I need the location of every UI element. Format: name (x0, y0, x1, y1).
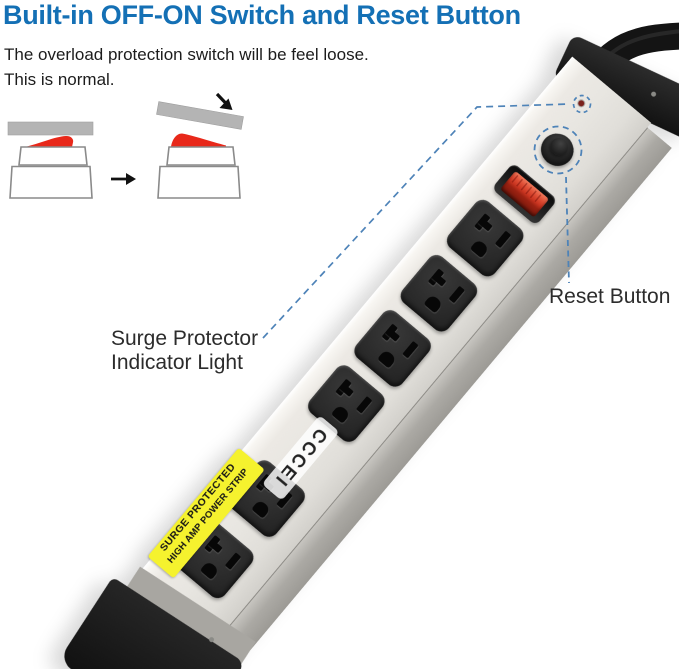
switch-body-top (18, 146, 88, 166)
switch-body-bottom (157, 165, 241, 199)
switch-released-illustration (156, 92, 244, 199)
switch-instruction-diagram (7, 92, 244, 199)
subtitle-line-2: This is normal. (4, 70, 115, 89)
indicator-dashed-circle (572, 94, 592, 114)
arrow-right-icon (111, 173, 136, 185)
rocker-red-wedge (171, 133, 226, 147)
subtitle-line-1: The overload protection switch will be f… (4, 45, 369, 64)
indicator-label-line-2: Indicator Light (111, 351, 243, 374)
indicator-label-line-1: Surge Protector (111, 327, 259, 350)
press-direction-arrow-icon (215, 92, 233, 110)
subtitle: The overload protection switch will be f… (4, 42, 369, 92)
switch-body-bottom (9, 165, 93, 199)
reset-dashed-circle (533, 125, 583, 175)
flat-bar-icon (7, 121, 94, 136)
rocker-red-wedge (25, 135, 74, 147)
indicator-light-label: Surge Protector Indicator Light (111, 327, 258, 375)
page-title: Built-in OFF-ON Switch and Reset Button (3, 0, 521, 30)
tilted-bar-icon (156, 101, 244, 130)
switch-pressed-illustration (7, 121, 94, 199)
switch-body-top (166, 146, 236, 166)
indicator-leader-line (262, 103, 571, 339)
reset-leader-line (565, 176, 570, 284)
reset-button-label: Reset Button (549, 285, 671, 308)
